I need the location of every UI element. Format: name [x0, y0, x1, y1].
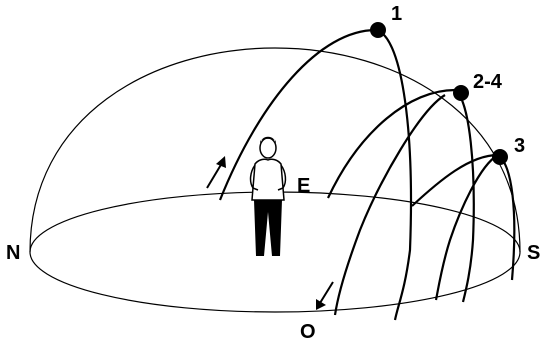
- sun-path-2-4: [327, 88, 475, 303]
- label-south: S: [527, 242, 540, 264]
- label-point-2-4: 2-4: [473, 71, 503, 93]
- sun-position-marker-3: [492, 149, 508, 165]
- sun-position-marker-1: [370, 22, 386, 38]
- label-point-3: 3: [514, 135, 525, 157]
- direction-arrow-icon-down: [316, 281, 334, 310]
- sun-position-marker-2-4: [453, 85, 469, 101]
- direction-arrow-icon-up: [206, 156, 226, 189]
- sun-path-descent: [333, 94, 446, 316]
- label-east: E: [297, 175, 310, 197]
- sun-path-3: [411, 153, 516, 281]
- label-west: O: [300, 321, 316, 343]
- sun-path-3-descent: [434, 154, 499, 301]
- observer-figure: [249, 136, 287, 256]
- sun-path-1: [218, 28, 413, 321]
- label-point-1: 1: [391, 3, 402, 25]
- label-north: N: [6, 242, 20, 264]
- dome-outline: [29, 47, 521, 253]
